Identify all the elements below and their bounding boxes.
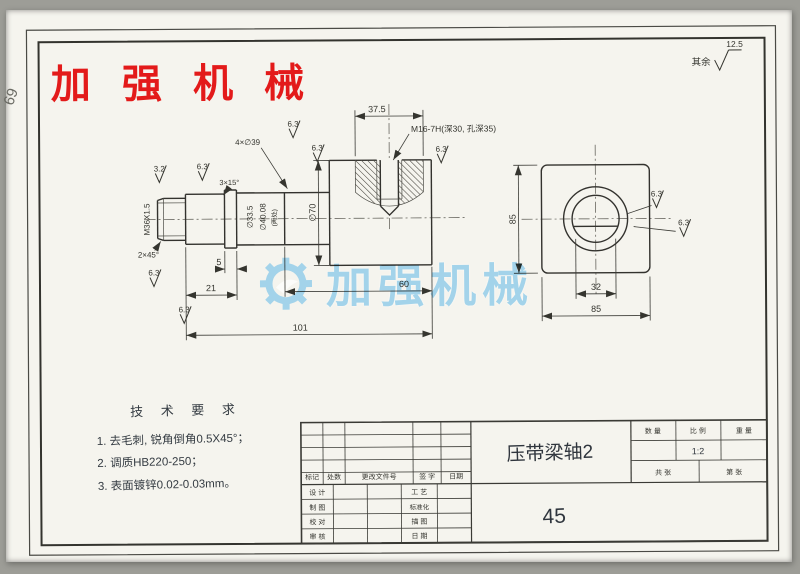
- tb-sheet-no: 第 张: [726, 467, 742, 476]
- dim-101: 101: [186, 322, 432, 336]
- dim-5: 5: [215, 251, 247, 273]
- general-roughness-label: 其余: [692, 56, 712, 68]
- technical-requirements: 技 术 要 求 1. 去毛刺, 锐角倒角0.5X45°； 2. 调质HB220-…: [96, 396, 348, 498]
- callout-dia40: ∅40.08 (两处): [258, 203, 278, 231]
- callout-4xdia39: 4×∅39: [235, 138, 287, 189]
- callout-m36-label: M36X1.5: [142, 203, 151, 236]
- dim-32-label: 32: [591, 282, 601, 292]
- general-roughness-value: 12.5: [726, 39, 743, 49]
- dim-dia70: ∅70: [307, 160, 330, 265]
- tb-change-doc: 更改文件号: [362, 472, 397, 481]
- dim-60-label: 60: [399, 279, 409, 289]
- callout-two-places-label: (两处): [270, 209, 279, 226]
- thread-callout-label: M16-7H(深30, 孔深35): [411, 123, 496, 134]
- roughness-6-3: 6.3: [312, 143, 325, 161]
- part-name: 压带梁轴2: [506, 441, 593, 466]
- tb-trace: 描 图: [411, 517, 427, 526]
- tb-draft: 制 图: [309, 503, 325, 512]
- dim-85-bottom-label: 85: [591, 304, 601, 314]
- dim-85-side-label: 85: [508, 214, 518, 224]
- callout-m36: M36X1.5: [142, 203, 151, 236]
- callout-4xdia39-label: 4×∅39: [235, 138, 261, 147]
- callout-3x15-label: 3×15°: [219, 178, 239, 187]
- tb-scale-value: 1:2: [692, 446, 705, 456]
- dim-dia70-label: ∅70: [307, 204, 317, 222]
- tb-date: 日期: [449, 473, 463, 481]
- tb-craft: 工 艺: [411, 488, 427, 496]
- roughness-6-3: 6.3: [148, 268, 161, 286]
- company-logo: 加 强 机 械: [51, 51, 315, 111]
- tb-sheets-total: 共 张: [655, 468, 671, 477]
- dim-21-label: 21: [206, 283, 216, 293]
- tb-qty: 数 量: [645, 426, 661, 435]
- roughness-6-3: 6.3: [436, 145, 449, 163]
- general-roughness-note: 其余 12.5: [691, 39, 743, 70]
- tb-date2: 日 期: [412, 532, 428, 540]
- tb-standard: 标准化: [410, 502, 430, 511]
- roughness-3-2: 3.2: [154, 164, 167, 182]
- roughness-6-3: 6.3: [634, 218, 691, 236]
- tb-signature: 签 字: [419, 472, 435, 481]
- plate-side-view: [541, 164, 650, 273]
- tb-check: 校 对: [309, 517, 325, 526]
- material-grade: 45: [542, 505, 566, 529]
- roughness-6-3: 6.3: [287, 120, 300, 138]
- roughness-6-3: 6.3: [627, 189, 663, 213]
- centerlines: [144, 102, 672, 297]
- roughness-6-3: 6.3: [197, 162, 210, 180]
- callout-dia33-5: ∅33.5: [246, 205, 255, 228]
- tb-scale: 比 例: [690, 426, 706, 435]
- dim-37-5-label: 37.5: [368, 104, 386, 114]
- dim-21: 21: [186, 247, 238, 340]
- dim-5-label: 5: [216, 257, 221, 267]
- roughness-6-3: 6.3: [179, 305, 192, 323]
- callout-dia33-5-label: ∅33.5: [246, 205, 255, 228]
- tb-audit: 审 核: [310, 532, 326, 541]
- callout-2x45-label: 2×45°: [138, 250, 159, 259]
- dimensions: 37.5 M16-7H(深30, 孔深35) ∅70 21 5: [137, 102, 650, 340]
- company-logo-text: 加 强 机 械: [51, 62, 315, 108]
- dim-101-label: 101: [293, 323, 308, 333]
- title-block: 标记 处数 更改文件号 签 字 日期 设 计 工 艺 制 图 标准化 校 对 描…: [301, 420, 768, 544]
- callout-dia40-label: ∅40.08: [258, 203, 267, 231]
- technical-requirements-title: 技 术 要 求: [130, 396, 346, 420]
- callout-2x45: 2×45°: [138, 241, 161, 259]
- tb-weight: 重 量: [736, 427, 752, 435]
